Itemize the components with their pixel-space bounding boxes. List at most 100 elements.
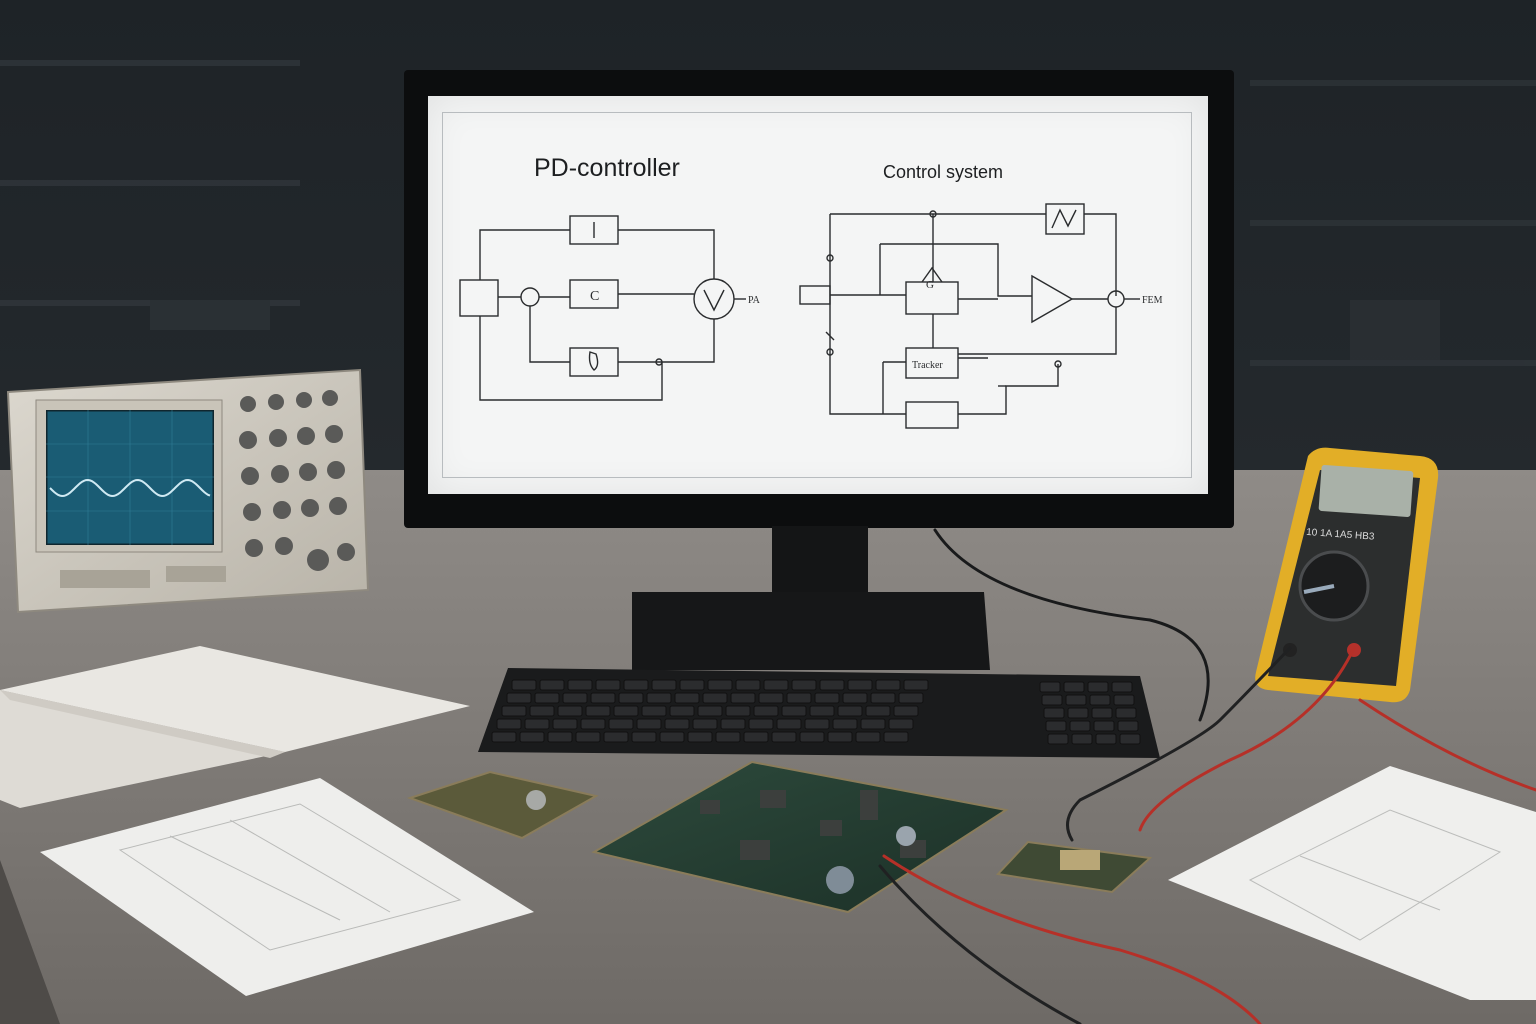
keyboard-key xyxy=(608,718,634,730)
keyboard-key xyxy=(791,679,817,691)
keyboard-key xyxy=(748,718,774,730)
pd-controller-title: PD-controller xyxy=(534,154,680,182)
keyboard-key xyxy=(758,692,784,704)
sensor-module xyxy=(995,840,1153,894)
keyboard-key xyxy=(804,718,830,730)
keyboard-key xyxy=(674,692,700,704)
keyboard-key xyxy=(603,731,629,743)
keyboard-key xyxy=(552,718,578,730)
keyboard-key xyxy=(679,679,705,691)
numpad-key xyxy=(1089,694,1111,706)
keyboard-key xyxy=(585,705,611,717)
keyboard-key xyxy=(562,692,588,704)
keyboard-key xyxy=(529,705,555,717)
slide-frame xyxy=(442,112,1192,478)
keyboard-key xyxy=(557,705,583,717)
keyboard-key xyxy=(860,718,886,730)
keyboard-key xyxy=(743,731,769,743)
keyboard-key xyxy=(697,705,723,717)
keyboard-key xyxy=(730,692,756,704)
keyboard-key xyxy=(819,679,845,691)
keyboard-key xyxy=(618,692,644,704)
background-shelves xyxy=(0,60,1536,366)
keyboard xyxy=(478,668,1160,758)
monitor-screen: PD-controller Control system C PA xyxy=(428,96,1208,494)
numpad-key xyxy=(1111,681,1133,693)
keyboard-key xyxy=(875,679,901,691)
keyboard-key xyxy=(827,731,853,743)
keyboard-key xyxy=(799,731,825,743)
keyboard-key xyxy=(491,731,517,743)
keyboard-key xyxy=(832,718,858,730)
keyboard-key xyxy=(636,718,662,730)
numpad-key xyxy=(1087,681,1109,693)
keyboard-key xyxy=(506,692,532,704)
small-circuit-board xyxy=(406,770,599,840)
multimeter-range-labels: 10 1A 1A5 HB3 xyxy=(1306,527,1375,543)
numpad-key xyxy=(1093,720,1115,732)
keyboard-key xyxy=(687,731,713,743)
desk-edge xyxy=(0,860,60,1024)
keyboard-key xyxy=(883,731,909,743)
keyboard-key xyxy=(763,679,789,691)
numpad-key xyxy=(1095,733,1117,745)
keyboard-key xyxy=(534,692,560,704)
keyboard-key xyxy=(539,679,565,691)
keyboard-key xyxy=(898,692,924,704)
keyboard-key xyxy=(865,705,891,717)
pd-output-label: PA xyxy=(748,295,761,306)
numpad-key xyxy=(1047,733,1069,745)
keyboard-key xyxy=(575,731,601,743)
keyboard-key xyxy=(702,692,728,704)
keyboard-key xyxy=(669,705,695,717)
numpad-key xyxy=(1041,694,1063,706)
keyboard-key xyxy=(781,705,807,717)
schematic-paper-right xyxy=(1168,766,1536,1000)
keyboard-key xyxy=(519,731,545,743)
keyboard-key xyxy=(631,731,657,743)
keyboard-key xyxy=(511,679,537,691)
keyboard-key xyxy=(870,692,896,704)
control-block-tracker-label: Tracker xyxy=(912,360,943,371)
keyboard-key xyxy=(567,679,593,691)
numpad-key xyxy=(1063,681,1085,693)
keyboard-key xyxy=(590,692,616,704)
pd-controller-diagram xyxy=(459,215,746,401)
numpad-key xyxy=(1119,733,1141,745)
keyboard-key xyxy=(753,705,779,717)
numpad-key xyxy=(1091,707,1113,719)
numpad-key xyxy=(1065,694,1087,706)
numpad-key xyxy=(1071,733,1093,745)
oscilloscope-display xyxy=(46,410,214,545)
keyboard-key xyxy=(725,705,751,717)
multimeter: 10 1A 1A5 HB3 xyxy=(1255,447,1439,703)
oscilloscope-waveform xyxy=(49,478,211,498)
keyboard-key xyxy=(893,705,919,717)
numpad-key xyxy=(1117,720,1139,732)
oscilloscope-knobs xyxy=(239,390,355,571)
open-notebook xyxy=(0,646,470,808)
keyboard-key xyxy=(707,679,733,691)
keyboard-key xyxy=(501,705,527,717)
keyboard-key xyxy=(855,731,881,743)
keyboard-key xyxy=(771,731,797,743)
keyboard-key xyxy=(580,718,606,730)
keyboard-key xyxy=(547,731,573,743)
keyboard-key xyxy=(715,731,741,743)
keyboard-key xyxy=(814,692,840,704)
numpad-key xyxy=(1043,707,1065,719)
keyboard-key xyxy=(646,692,672,704)
keyboard-key xyxy=(623,679,649,691)
schematic-paper-left xyxy=(40,778,534,996)
control-system-title: Control system xyxy=(883,162,1004,182)
probe-cables xyxy=(878,528,1536,1024)
numpad-key xyxy=(1039,681,1061,693)
keyboard-key xyxy=(659,731,685,743)
keyboard-key xyxy=(809,705,835,717)
control-system-diagram xyxy=(799,203,1140,429)
keyboard-key xyxy=(524,718,550,730)
control-block-g-label: G xyxy=(926,279,934,291)
pd-block-c-label: C xyxy=(590,289,599,304)
keyboard-key xyxy=(664,718,690,730)
keyboard-key xyxy=(735,679,761,691)
